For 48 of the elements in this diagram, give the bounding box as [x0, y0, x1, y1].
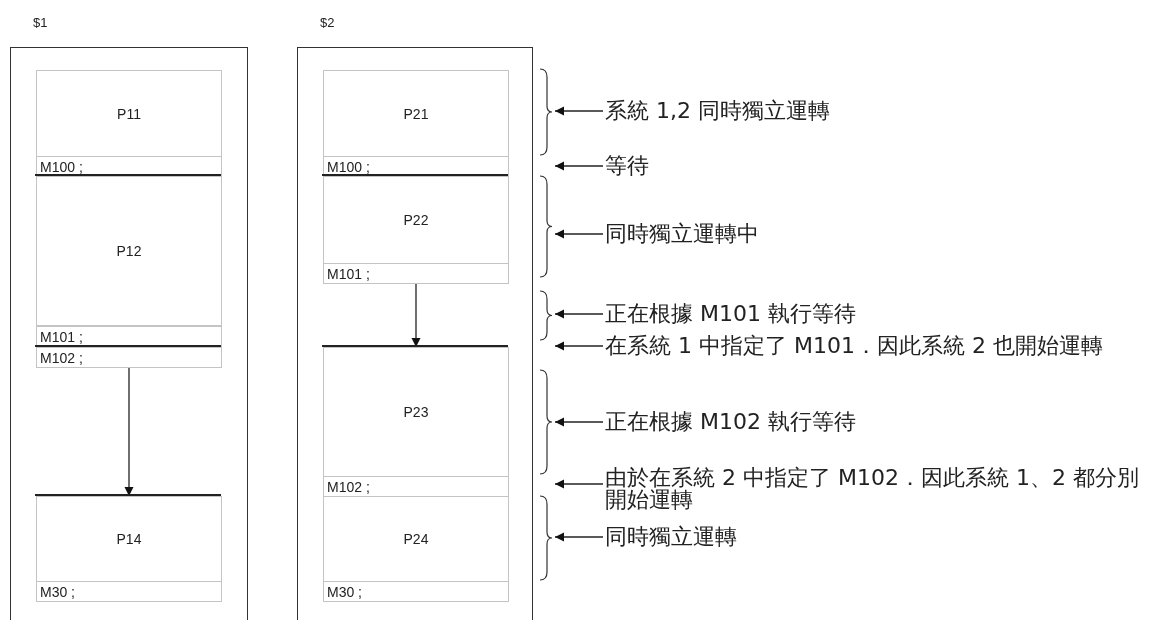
code-text: M102 ;	[39, 350, 83, 367]
program-label: P21	[403, 105, 429, 122]
flow-arrow	[554, 417, 604, 427]
annotation-text: 同時獨立運轉	[605, 526, 1157, 548]
code-text: M100 ;	[326, 159, 370, 176]
flow-arrow	[554, 532, 604, 542]
code-text: M30 ;	[326, 584, 362, 601]
code-row	[323, 263, 509, 284]
code-text: M100 ;	[39, 159, 83, 176]
program-block	[323, 70, 509, 157]
code-row	[323, 581, 509, 602]
flow-arrow	[554, 309, 604, 319]
program-label: P24	[403, 531, 429, 547]
program-label: P14	[116, 531, 142, 547]
program-label: P23	[403, 404, 429, 420]
program-label: P22	[403, 212, 429, 228]
code-row	[36, 326, 222, 347]
annotation-text: 在系統 1 中指定了 M101．因此系統 2 也開始運轉	[605, 335, 1157, 357]
code-text: M101 ;	[326, 266, 370, 283]
code-text: M101 ;	[39, 329, 83, 346]
flow-arrow	[554, 161, 604, 171]
flow-arrow	[554, 229, 604, 239]
program-block	[36, 176, 222, 326]
code-row	[36, 581, 222, 602]
flow-arrow	[554, 106, 604, 116]
program-block	[323, 176, 509, 264]
program-block	[323, 347, 509, 477]
flow-arrow	[411, 283, 421, 348]
system-heading: $1	[33, 15, 48, 30]
code-text: M102 ;	[326, 479, 370, 496]
program-label: P12	[116, 243, 142, 259]
flow-arrow	[124, 367, 134, 497]
annotation-text: 系統 1,2 同時獨立運轉	[605, 100, 1157, 122]
annotation-text: 由於在系統 2 中指定了 M102．因此系統 1、2 都分別開始運轉	[605, 467, 1157, 511]
program-label: P11	[117, 105, 141, 122]
annotation-text: 同時獨立運轉中	[605, 223, 1157, 245]
flow-arrow	[554, 341, 604, 351]
annotation-text: 正在根據 M101 執行等待	[605, 303, 1157, 325]
flow-arrow	[554, 479, 604, 489]
code-text: M30 ;	[39, 584, 75, 601]
code-row	[36, 347, 222, 368]
program-block	[323, 496, 509, 582]
program-block	[36, 496, 222, 582]
code-row	[323, 476, 509, 497]
annotation-text: 正在根據 M102 執行等待	[605, 411, 1157, 433]
system-heading: $2	[320, 15, 335, 30]
program-block	[36, 70, 222, 157]
annotation-text: 等待	[605, 155, 1157, 177]
